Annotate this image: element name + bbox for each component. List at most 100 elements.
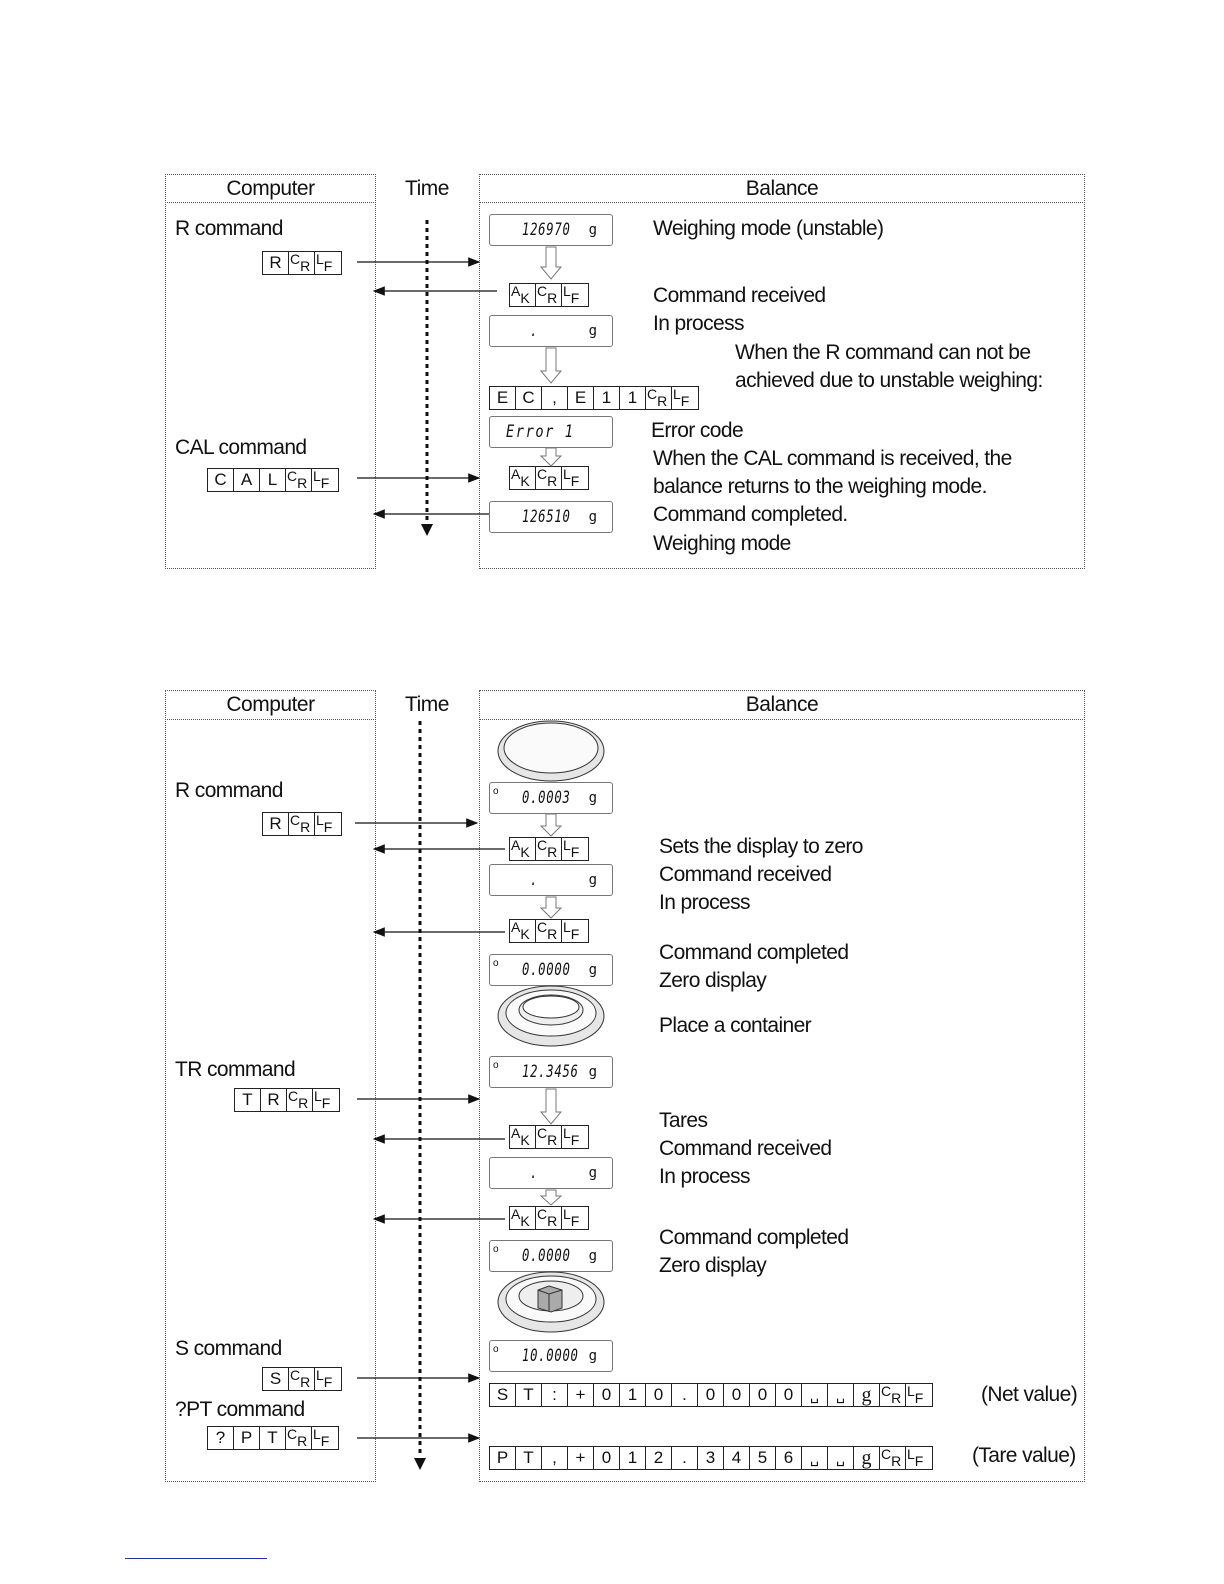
- display-error-value: Error 1: [506, 422, 575, 442]
- display-unit: g: [588, 872, 597, 888]
- balance-display-processing-2: . g: [489, 864, 613, 896]
- balance-header-divider-2: [479, 719, 1085, 720]
- packet-cell: P: [234, 1427, 260, 1449]
- packet-cell: +: [568, 1447, 594, 1469]
- packet-cell: P: [490, 1447, 516, 1469]
- computer-header-2: Computer: [226, 693, 315, 716]
- stable-mark-icon: o: [493, 1344, 499, 1355]
- text-cal-received: When the CAL command is received, the: [653, 447, 1012, 470]
- balance-panel-2: [479, 690, 1085, 1482]
- balance-display-processing-3: . g: [489, 1157, 613, 1189]
- display-unit: g: [588, 1348, 597, 1364]
- display-unit: g: [588, 509, 597, 525]
- computer-header-divider-2: [165, 719, 376, 720]
- text-error-code: Error code: [651, 419, 744, 442]
- cal-command-label: CAL command: [175, 436, 307, 459]
- text-in-process-3: In process: [659, 1165, 750, 1188]
- packet-cell: 6: [776, 1447, 802, 1469]
- pan-with-container-icon: [497, 985, 605, 1047]
- packet-cell: A: [234, 469, 260, 491]
- packet-cell: 3: [698, 1447, 724, 1469]
- computer-panel-1: [165, 174, 376, 569]
- text-cal-received-2: balance returns to the weighing mode.: [653, 475, 987, 498]
- packet-cell: C: [516, 387, 542, 409]
- packet-cell: ?: [208, 1427, 234, 1449]
- empty-pan-icon: [497, 720, 605, 782]
- display-value: 0.0000: [522, 1246, 571, 1266]
- packet-cell: T: [260, 1427, 286, 1449]
- time-header-2: Time: [405, 693, 449, 716]
- pan-with-sample-icon: [497, 1271, 605, 1333]
- packet-cell: ␣: [802, 1447, 828, 1469]
- display-value: 0.0000: [522, 960, 571, 980]
- text-in-process: In process: [653, 312, 744, 335]
- packet-cell: 0: [750, 1384, 776, 1406]
- packet-cell: ␣: [828, 1384, 854, 1406]
- packet-cell: +: [568, 1384, 594, 1406]
- packet-cell: S: [490, 1384, 516, 1406]
- tr-command-label: TR command: [175, 1058, 296, 1081]
- text-tares: Tares: [659, 1109, 708, 1132]
- packet-cell: g: [854, 1384, 880, 1406]
- text-command-completed: Command completed.: [653, 503, 848, 526]
- display-value: 126510: [522, 507, 571, 527]
- packet-cell: R: [263, 813, 289, 835]
- display-unit: g: [588, 790, 597, 806]
- display-value: .: [530, 321, 539, 341]
- balance-display-weighing: 126510 g: [489, 501, 613, 533]
- packet-cell: ,: [542, 387, 568, 409]
- pt-command-label: ?PT command: [175, 1398, 305, 1421]
- packet-cell: C: [208, 469, 234, 491]
- text-sets-zero: Sets the display to zero: [659, 835, 863, 858]
- display-value: 126970: [522, 220, 571, 240]
- balance-panel-1: [479, 174, 1085, 569]
- packet-cell: 4: [724, 1447, 750, 1469]
- packet-cell: 1: [620, 387, 646, 409]
- text-command-received: Command received: [653, 284, 826, 307]
- packet-cell: 0: [594, 1384, 620, 1406]
- computer-header-divider-1: [165, 202, 376, 203]
- packet-cell: .: [672, 1384, 698, 1406]
- packet-cell: :: [542, 1384, 568, 1406]
- display-unit: g: [588, 1064, 597, 1080]
- packet-cell: ,: [542, 1447, 568, 1469]
- packet-cell: 0: [776, 1384, 802, 1406]
- balance-display-d5: o 10.0000 g: [489, 1340, 613, 1372]
- display-value: .: [530, 870, 539, 890]
- packet-cell: 1: [594, 387, 620, 409]
- stable-mark-icon: o: [493, 958, 499, 969]
- text-zero-display: Zero display: [659, 969, 767, 992]
- r-command-label-1: R command: [175, 217, 283, 240]
- text-r-unachievable: When the R command can not be: [735, 341, 1031, 364]
